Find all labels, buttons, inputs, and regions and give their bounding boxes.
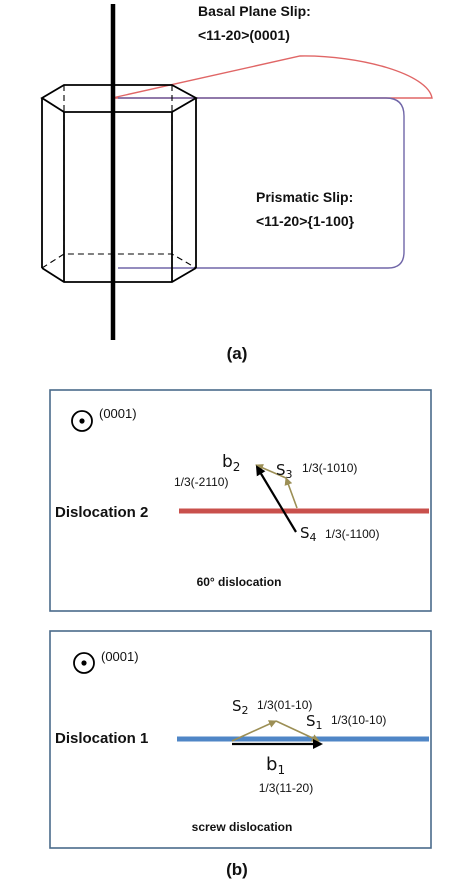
s1-vector-text: 1/3(10-10) <box>331 713 386 727</box>
bottom-axis-label: (0001) <box>101 649 139 664</box>
b2-label: b2 <box>222 452 240 474</box>
s4-vector-text: 1/3(-1100) <box>325 527 379 541</box>
basal-slip-system: <11-20>(0001) <box>198 27 290 43</box>
s1-vector-arrow <box>275 720 320 742</box>
b2-vector-arrow <box>255 465 297 533</box>
basal-plane <box>111 55 433 99</box>
b2-vector-text: 1/3(-2110) <box>174 475 228 489</box>
prismatic-slip-system: <11-20>{1-100} <box>256 213 355 229</box>
bottom-box-frame <box>49 630 432 849</box>
s3-vector-arrow <box>284 477 298 509</box>
top-axis-label: (0001) <box>99 406 137 421</box>
prismatic-plane <box>118 97 405 269</box>
b1-vector-text: 1/3(11-20) <box>259 781 313 795</box>
out-of-plane-symbol <box>71 410 93 432</box>
basal-slip-title: Basal Plane Slip: <box>198 3 311 19</box>
top-box-frame <box>49 389 432 612</box>
dislocation-2-label: Dislocation 2 <box>55 504 148 521</box>
panel-b-bottom-box: (0001) Dislocation 1 S2 1/3(01-10) S1 1/… <box>49 630 432 849</box>
panel-a-caption: (a) <box>227 344 248 363</box>
s2-vector-text: 1/3(01-10) <box>257 698 312 712</box>
panel-b-top-box: (0001) Dislocation 2 b2 1/3(-2110) S3 1/… <box>49 389 432 612</box>
dislocation-1-label: Dislocation 1 <box>55 730 148 747</box>
prismatic-slip-title: Prismatic Slip: <box>256 189 353 205</box>
b1-label: b1 <box>266 754 285 777</box>
s3-vector-text: 1/3(-1010) <box>302 461 357 475</box>
s4-label: S4 <box>300 524 317 544</box>
out-of-plane-symbol <box>73 652 95 674</box>
hexagonal-prism <box>40 84 198 283</box>
s2-label: S2 <box>232 697 249 717</box>
dislocation-1-type: screw dislocation <box>192 820 293 834</box>
s2-vector-arrow <box>231 720 277 742</box>
panel-b-caption: (b) <box>226 860 248 879</box>
panel-a: Basal Plane Slip: <11-20>(0001) Prismati… <box>40 3 433 363</box>
s1-label: S1 <box>306 712 323 732</box>
dislocation-2-type: 60° dislocation <box>197 575 282 589</box>
s3-label: S3 <box>276 461 293 481</box>
